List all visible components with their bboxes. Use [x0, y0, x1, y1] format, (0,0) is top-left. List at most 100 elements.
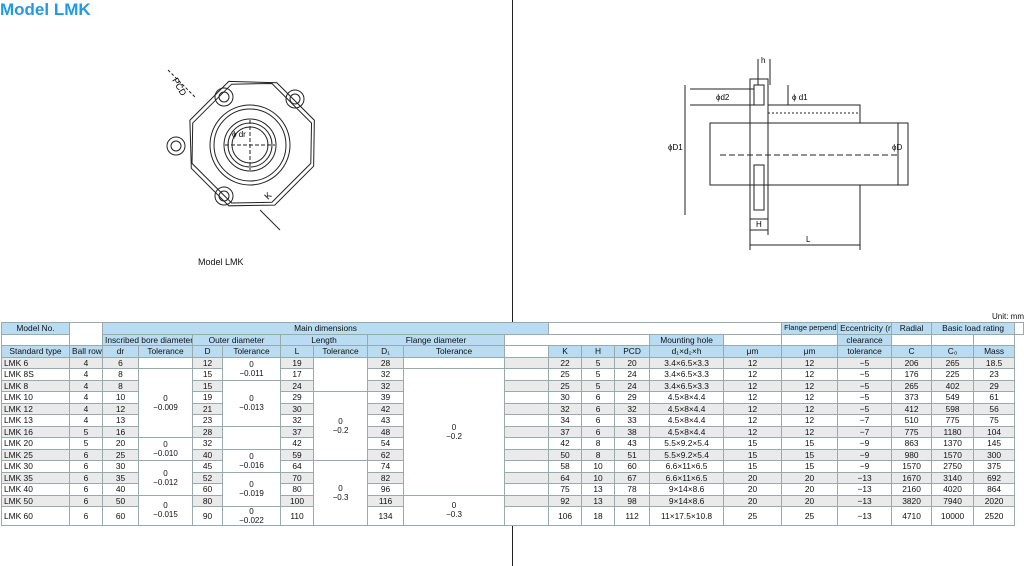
table-cell	[503, 448, 550, 461]
header-clearance: clearance	[837, 333, 893, 346]
table-cell: 20	[614, 356, 651, 369]
table-cell: 17	[280, 368, 314, 381]
pcd-label: PCD	[170, 76, 188, 98]
tol-D: 0−0.011	[222, 356, 281, 381]
table-cell: 54	[367, 437, 404, 450]
table-cell: 60	[614, 460, 651, 473]
table-cell: −13	[837, 483, 893, 496]
table-cell: 12	[781, 425, 839, 438]
d2-label: ϕd2	[716, 93, 730, 102]
table-cell: 52	[192, 471, 223, 484]
table-cell: 300	[973, 448, 1016, 461]
table-cell: 265	[891, 379, 933, 392]
header-um-2: μm	[781, 345, 839, 358]
table-cell: 70	[280, 471, 314, 484]
table-cell: 20	[723, 483, 783, 496]
table-cell: 13	[581, 483, 616, 496]
table-cell: −9	[837, 460, 893, 473]
header-radial: Radial	[891, 322, 933, 335]
table-cell: 11×17.5×10.8	[649, 506, 725, 526]
table-cell: LMK 20	[1, 437, 70, 450]
table-cell: 12	[192, 356, 223, 369]
table-cell: 15	[723, 437, 783, 450]
table-cell: 5	[581, 356, 616, 369]
table-cell: 28	[192, 425, 223, 438]
table-cell: 33	[614, 414, 651, 427]
table-cell: 90	[192, 506, 223, 526]
table-cell: −5	[837, 368, 893, 381]
tol-F	[403, 356, 505, 369]
table-cell: 549	[931, 391, 975, 404]
table-cell: 20	[781, 494, 839, 507]
table-cell: 50	[102, 494, 139, 507]
table-cell: 4	[69, 379, 103, 392]
table-cell: 29	[280, 391, 314, 404]
table-cell: 24	[614, 379, 651, 392]
table-cell: 35	[102, 471, 139, 484]
table-cell: 2520	[973, 506, 1016, 526]
table-cell: 8	[581, 448, 616, 461]
header-basic: Basic load rating	[931, 322, 1016, 335]
table-cell: LMK 16	[1, 425, 70, 438]
h-label: h	[761, 56, 765, 65]
header-inscribed: Inscribed bore diameter	[102, 333, 193, 346]
table-cell: 12	[723, 368, 783, 381]
table-cell: 6	[102, 356, 139, 369]
table-cell: 20	[102, 437, 139, 450]
table-cell: LMK 10	[1, 391, 70, 404]
header-outer: Outer diameter	[192, 333, 281, 346]
header-L: L	[280, 345, 314, 358]
table-cell: 1570	[931, 448, 975, 461]
header-C0: C₀	[931, 345, 975, 358]
divider	[512, 0, 513, 566]
table-cell: 4	[69, 414, 103, 427]
table-cell: 4.5×8×4.4	[649, 402, 725, 415]
table-cell: 15	[723, 460, 783, 473]
table-cell	[503, 368, 550, 381]
table-cell: 7940	[931, 494, 975, 507]
k-label: K	[262, 190, 273, 201]
table-cell: 12	[781, 402, 839, 415]
table-cell: 4	[69, 402, 103, 415]
table-cell: 62	[367, 448, 404, 461]
table-cell	[503, 414, 550, 427]
table-cell: 19	[280, 356, 314, 369]
table-cell: 80	[192, 494, 223, 507]
table-cell: LMK 13	[1, 414, 70, 427]
table-cell: 32	[614, 402, 651, 415]
table-cell: 32	[192, 437, 223, 450]
table-cell: 18.5	[973, 356, 1016, 369]
table-cell: 12	[781, 414, 839, 427]
header-main: Main dimensions	[101, 322, 550, 335]
table-cell	[503, 483, 550, 496]
tol-D: 0−0.016	[222, 448, 281, 473]
table-cell: 10	[102, 391, 139, 404]
table-cell: 40	[102, 483, 139, 496]
table-cell: 75	[548, 483, 583, 496]
table-cell: 25	[781, 506, 839, 526]
table-cell: 8	[581, 437, 616, 450]
table-cell: −9	[837, 437, 893, 450]
table-cell: 225	[931, 368, 975, 381]
tol-dr: 0−0.010	[138, 437, 193, 461]
tol-D	[222, 425, 281, 450]
header-length: Length	[280, 333, 368, 346]
table-cell: 8	[102, 368, 139, 381]
table-cell: 1670	[891, 471, 933, 484]
table-cell: 510	[891, 414, 933, 427]
tol-F: 0−0.2	[403, 368, 505, 496]
header-dxdxh: d₁×d₂×h	[649, 345, 725, 358]
table-cell: 4020	[931, 483, 975, 496]
table-cell: 6.6×11×6.5	[649, 471, 725, 484]
table-cell: 375	[973, 460, 1016, 473]
table-cell: 19	[192, 391, 223, 404]
table-cell: 42	[548, 437, 583, 450]
table-cell: 5	[69, 437, 103, 450]
table-cell: 23	[192, 414, 223, 427]
table-cell: 82	[367, 471, 404, 484]
header-radial-tol: tolerance	[837, 345, 893, 358]
